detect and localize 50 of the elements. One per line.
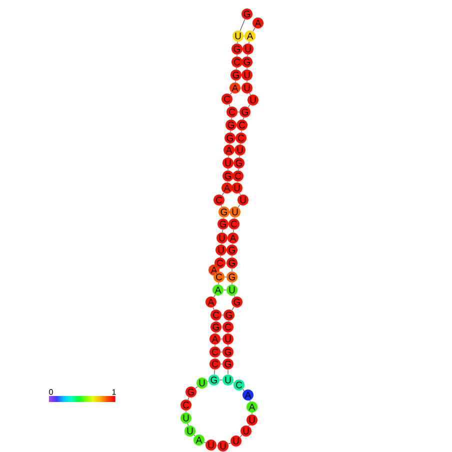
backbone-line xyxy=(214,294,216,298)
backbone-line xyxy=(249,92,251,96)
backbone-line xyxy=(212,307,214,310)
backbone-line xyxy=(230,130,231,133)
base-pair-line xyxy=(221,314,224,316)
backbone-line xyxy=(239,192,241,196)
backbone-line xyxy=(242,117,244,120)
backbone-line xyxy=(247,54,248,57)
backbone-line xyxy=(214,344,216,347)
scale-label: 1 xyxy=(112,389,116,395)
backbone-line xyxy=(220,204,222,208)
backbone-line xyxy=(236,67,237,70)
backbone-line xyxy=(235,80,236,83)
backbone-line xyxy=(239,155,240,158)
backbone-line xyxy=(204,442,206,444)
backbone-line xyxy=(228,155,229,158)
backbone-line xyxy=(232,306,234,310)
backbone-line xyxy=(236,54,238,57)
backbone-line xyxy=(194,434,196,436)
backbone-line xyxy=(234,294,236,298)
backbone-line xyxy=(242,388,244,392)
backbone-line xyxy=(215,272,218,275)
backbone-line xyxy=(238,168,239,171)
backbone-line xyxy=(233,229,234,233)
backbone-line xyxy=(216,265,218,268)
scale-label: 0 xyxy=(49,389,53,395)
backbone-line xyxy=(241,130,242,133)
backbone-line xyxy=(231,117,232,120)
backbone-line xyxy=(218,282,219,285)
backbone-line xyxy=(214,369,215,375)
backbone-line xyxy=(246,67,248,70)
base-pair-line xyxy=(224,276,227,278)
backbone-line xyxy=(222,192,224,196)
backbone-line xyxy=(228,442,231,444)
base-pair-line xyxy=(220,338,223,340)
backbone-line xyxy=(246,80,248,83)
backbone-line xyxy=(248,41,250,44)
backbone-line xyxy=(220,255,221,258)
backbone-line xyxy=(252,28,256,32)
backbone-line xyxy=(237,41,238,44)
backbone-line xyxy=(248,104,250,108)
backbone-line xyxy=(222,229,223,233)
backbone-line xyxy=(188,397,190,400)
backbone-line xyxy=(228,104,230,107)
backbone-line xyxy=(195,386,198,389)
backbone-line xyxy=(240,434,242,438)
backbone-line xyxy=(238,204,240,208)
backbone-line xyxy=(240,18,246,32)
backbone-line xyxy=(187,423,189,426)
backbone-line xyxy=(230,92,232,95)
